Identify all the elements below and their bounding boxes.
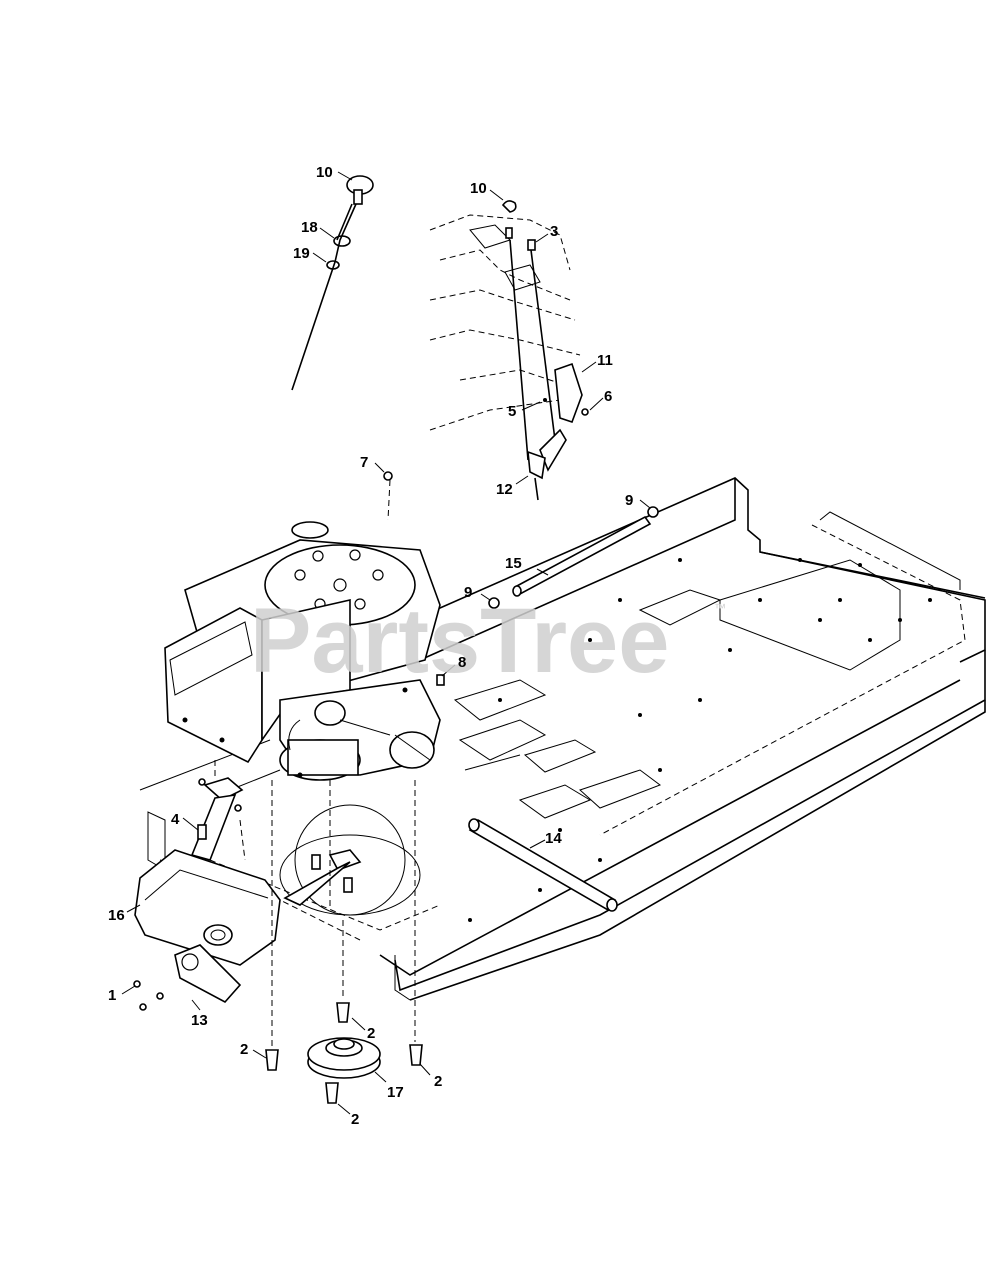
callout-13: 13 (191, 1012, 208, 1029)
alignment-lines (214, 479, 416, 1048)
watermark-text: PartsTree (250, 590, 669, 692)
callout-7: 7 (360, 454, 368, 471)
callout-2-bottom: 2 (351, 1111, 359, 1128)
callout-2-right: 2 (434, 1073, 442, 1090)
callout-2-center: 2 (367, 1025, 375, 1042)
callout-9-upper: 9 (625, 492, 633, 509)
engine-pulley (307, 1037, 381, 1079)
throttle-control-assembly (501, 200, 589, 501)
callout-10-dipstick-cap: 10 (316, 164, 333, 181)
watermark-trademark: ™ (714, 601, 726, 615)
callout-2-left: 2 (240, 1041, 248, 1058)
callout-15: 15 (505, 555, 522, 572)
muffler-assembly (134, 777, 362, 1004)
callout-12: 12 (496, 481, 513, 498)
callout-18: 18 (301, 219, 318, 236)
engine (164, 521, 441, 781)
leader-lines (121, 171, 651, 1115)
rod-parts (468, 515, 652, 912)
partstree-watermark: PartsTree ™ (250, 590, 726, 692)
callout-10-knob: 10 (470, 180, 487, 197)
fasteners (133, 471, 659, 1104)
callout-4: 4 (171, 811, 180, 828)
callout-1: 1 (108, 987, 116, 1004)
callout-16: 16 (108, 907, 125, 924)
callout-11: 11 (597, 352, 613, 369)
chassis-frame (139, 477, 986, 1001)
callout-9-lower: 9 (464, 584, 472, 601)
callout-14: 14 (545, 830, 562, 847)
dipstick-assembly (291, 175, 374, 391)
callout-8: 8 (458, 654, 466, 671)
callout-6: 6 (604, 388, 612, 405)
callout-3: 3 (550, 223, 558, 240)
frame-holes (468, 558, 932, 922)
callout-5: 5 (508, 403, 516, 420)
callout-17: 17 (387, 1084, 404, 1101)
callout-19: 19 (293, 245, 310, 262)
part-callouts: 10 18 19 10 3 11 5 6 12 7 9 15 9 8 4 14 … (108, 164, 633, 1128)
